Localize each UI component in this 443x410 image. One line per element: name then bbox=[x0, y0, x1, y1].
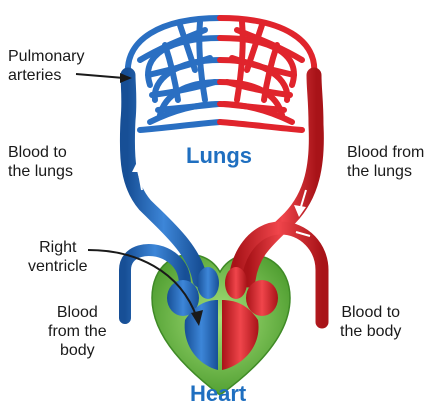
aorta-arrow bbox=[295, 231, 311, 237]
heart-right-chambers bbox=[167, 267, 219, 370]
vena-cava-blue bbox=[119, 244, 191, 324]
label-pulmonary-arteries: Pulmonary arteries bbox=[8, 48, 85, 84]
label-lungs: Lungs bbox=[186, 143, 252, 168]
heart-tissue bbox=[151, 254, 291, 396]
flow-arrowhead-red bbox=[294, 205, 306, 217]
label-blood-to-lungs: Blood to the lungs bbox=[8, 144, 73, 180]
pulmonary-trunk-blue bbox=[119, 67, 208, 288]
label-blood-from-body: Blood from the body bbox=[48, 304, 107, 359]
label-right-ventricle: Right ventricle bbox=[28, 239, 88, 275]
lung-capillaries-blue bbox=[124, 15, 223, 133]
pointer-pulmonary-arteries bbox=[75, 73, 125, 79]
aorta-red bbox=[228, 221, 329, 329]
pointer-right-ventricle bbox=[87, 249, 198, 319]
lung-capillaries-red bbox=[217, 15, 318, 133]
flow-arrowhead-blue bbox=[132, 160, 144, 172]
pointer-pulmonary-arteries-head bbox=[120, 73, 132, 83]
label-blood-from-lungs: Blood from the lungs bbox=[347, 144, 425, 180]
pointer-right-ventricle-head bbox=[191, 310, 203, 326]
label-blood-to-body: Blood to the body bbox=[340, 304, 402, 340]
pulmonary-vein-red bbox=[240, 67, 324, 288]
label-heart: Heart bbox=[190, 381, 247, 406]
heart-left-chambers bbox=[222, 267, 278, 370]
